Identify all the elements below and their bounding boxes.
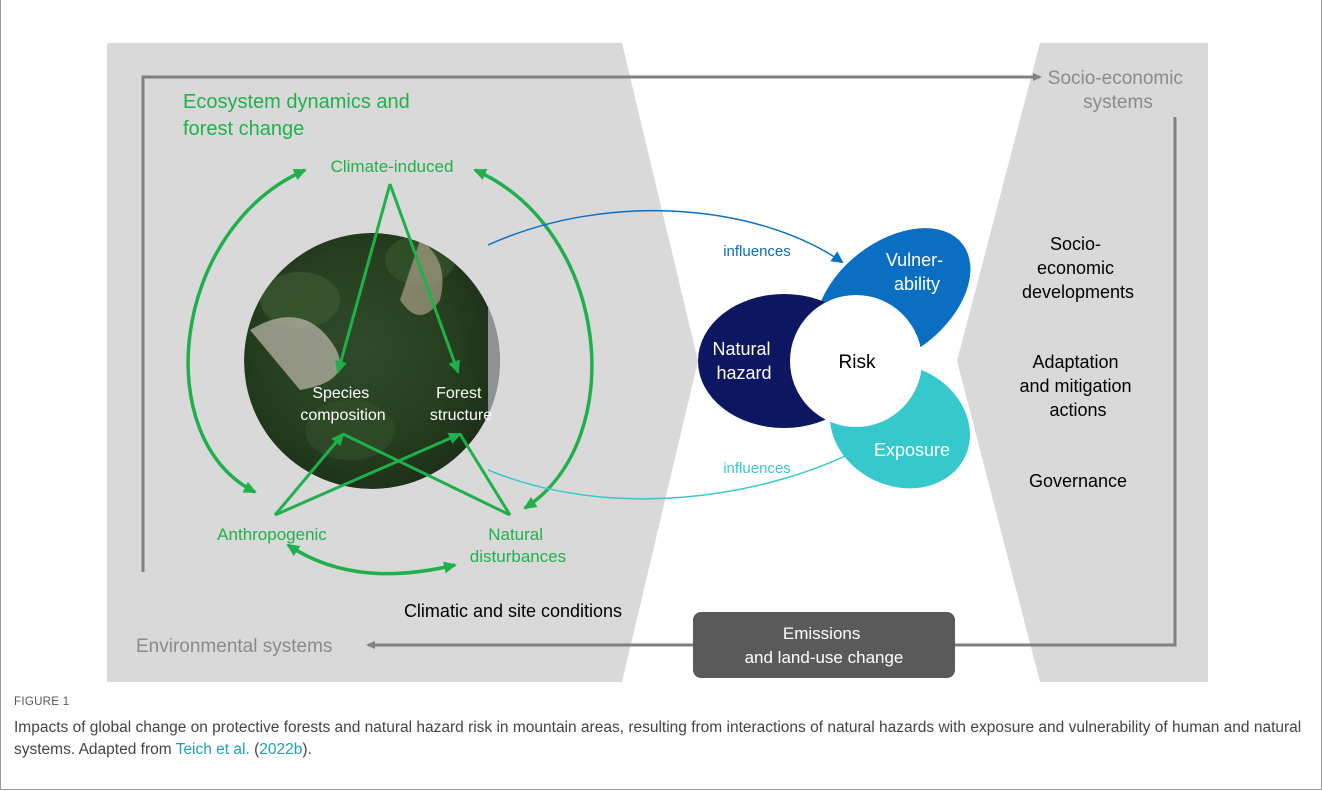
ecosystem-title: Ecosystem dynamics and forest change	[183, 91, 415, 140]
loop-arrow-right	[955, 117, 1177, 647]
exposure-label: Exposure	[874, 440, 950, 460]
anthropogenic-label: Anthropogenic	[217, 525, 327, 544]
figure-caption: FIGURE 1 Impacts of global change on pro…	[14, 696, 1304, 761]
influence-arrow-exposure	[487, 447, 864, 500]
vulnerability-label: Vulner- ability	[886, 250, 948, 294]
citation-open: (	[249, 741, 260, 758]
risk-circle	[790, 295, 922, 427]
climate-induced-label: Climate-induced	[331, 157, 454, 176]
climatic-site-conditions-label: Climatic and site conditions	[404, 601, 622, 621]
citation-author-link[interactable]: Teich et al.	[175, 741, 250, 758]
socio-economic-developments-label: Socio- economic developments	[1022, 234, 1134, 302]
governance-label: Governance	[1029, 471, 1127, 491]
citation-year-link[interactable]: 2022b	[259, 741, 303, 758]
influences-bottom-label: influences	[723, 460, 791, 477]
environmental-systems-label: Environmental systems	[136, 636, 332, 657]
loop-arrow-top	[141, 73, 1042, 572]
ecosystem-arrows	[186, 168, 594, 576]
figure-diagram: Socio-economic systems Ecosystem dynamic…	[107, 43, 1208, 682]
risk-label: Risk	[839, 352, 876, 373]
emissions-box	[693, 612, 955, 678]
species-composition-label: Species composition	[300, 385, 385, 424]
influence-arrow-vulnerability	[487, 209, 844, 264]
forest-structure-label: Forest structure	[430, 385, 492, 424]
figure-label: FIGURE 1	[14, 696, 70, 708]
influences-top-label: influences	[723, 243, 791, 260]
arrow-anthropogenic-natural	[286, 543, 457, 576]
citation-close: ).	[302, 741, 312, 758]
adaptation-label: Adaptation and mitigation actions	[1019, 352, 1136, 420]
influence-triangles	[273, 183, 512, 517]
caption-body: Impacts of global change on protective f…	[14, 719, 1302, 758]
socio-economic-panel	[957, 43, 1208, 682]
caption-text: Impacts of global change on protective f…	[14, 717, 1304, 761]
arrow-climate-anthropogenic	[186, 168, 307, 494]
natural-hazard-label: Natural hazard	[712, 339, 775, 383]
natural-disturbances-label: Natural disturbances	[470, 525, 566, 566]
socio-economic-systems-label: Socio-economic systems	[1048, 68, 1188, 113]
arrow-climate-natural	[473, 168, 594, 510]
emissions-label: Emissions and land-use change	[745, 624, 904, 667]
